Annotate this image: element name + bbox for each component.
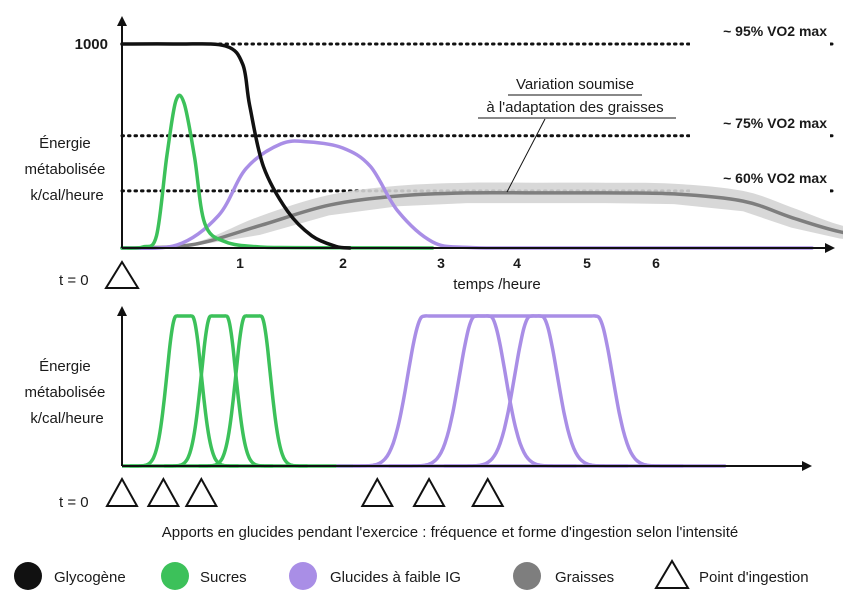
bottom-y-label: Énergie métabolisée k/cal/heure xyxy=(24,358,109,427)
legend: Glycogène Sucres Glucides à faible IG Gr… xyxy=(14,559,809,590)
bottom-t0-label: t = 0 xyxy=(59,494,89,511)
top-y-label-line-1: Énergie xyxy=(39,135,91,152)
bottom-y-label-line-1: Énergie xyxy=(39,358,91,375)
top-ingestion-triangle xyxy=(104,260,140,289)
y-tick-1000: 1000 xyxy=(75,36,108,53)
ingestion-triangle-2 xyxy=(146,476,181,507)
legend-ingestion-label: Point d'ingestion xyxy=(699,569,809,586)
glucides-ingestion-curve-3 xyxy=(442,314,685,468)
top-y-label: Énergie métabolisée k/cal/heure xyxy=(24,135,109,204)
legend-glycogene-label: Glycogène xyxy=(54,569,126,586)
ingestion-triangle-6 xyxy=(471,476,505,507)
ref-label-bg-95-vo2-max xyxy=(690,30,830,50)
top-chart: ~ 95% VO2 max~ 75% VO2 max~ 60% VO2 max … xyxy=(24,16,843,293)
ingestion-triangle-4 xyxy=(360,476,394,507)
ingestion-triangle-1 xyxy=(105,476,139,507)
legend-sucres-label: Sucres xyxy=(200,569,247,586)
ref-label-95-vo2-max: ~ 95% VO2 max xyxy=(723,23,827,39)
x-tick-2: 2 xyxy=(339,255,347,271)
ingestion-triangle-3 xyxy=(184,476,219,507)
glucides-ingestion-curve-2 xyxy=(387,314,630,468)
legend-glucides-marker xyxy=(289,562,317,590)
ingestion-triangle-5 xyxy=(412,476,446,507)
top-y-label-line-2: métabolisée xyxy=(24,161,105,178)
fat-variation-band xyxy=(122,182,843,248)
legend-glucides-label: Glucides à faible IG xyxy=(330,569,461,586)
top-t0-label: t = 0 xyxy=(59,272,89,289)
x-tick-4: 4 xyxy=(513,255,521,271)
reference-lines: ~ 95% VO2 max ~ 75% VO2 max ~ 60% VO2 max xyxy=(120,23,835,197)
x-tick-3: 3 xyxy=(437,255,445,271)
bottom-caption: Apports en glucides pendant l'exercice :… xyxy=(162,524,738,541)
sucres-ingestion-curve-3 xyxy=(197,314,309,468)
legend-graisses-marker xyxy=(513,562,541,590)
top-series xyxy=(120,42,843,251)
x-axis-label: temps /heure xyxy=(453,276,541,293)
sucres-ingestion-curve-2 xyxy=(163,314,275,468)
bottom-y-label-line-2: métabolisée xyxy=(24,384,105,401)
legend-triangle-marker xyxy=(654,559,690,589)
legend-glycogene-marker xyxy=(14,562,42,590)
bottom-y-label-line-3: k/cal/heure xyxy=(30,410,103,427)
top-y-label-line-3: k/cal/heure xyxy=(30,187,103,204)
annotation-line-1: Variation soumise xyxy=(516,76,634,93)
x-tick-6: 6 xyxy=(652,255,660,271)
sucres-ingestion-curve-1 xyxy=(128,314,240,468)
bottom-chart: Énergie métabolisée k/cal/heure t = 0 Ap… xyxy=(24,306,812,541)
x-tick-labels: 1 2 3 4 5 6 xyxy=(236,255,660,271)
annotation-pointer xyxy=(506,118,546,193)
x-tick-5: 5 xyxy=(583,255,591,271)
ref-label-60-vo2-max: ~ 60% VO2 max xyxy=(723,170,827,186)
ref-label-75-vo2-max: ~ 75% VO2 max xyxy=(723,115,827,131)
bottom-series xyxy=(122,314,726,468)
legend-graisses-label: Graisses xyxy=(555,569,614,586)
x-tick-1: 1 xyxy=(236,255,244,271)
series-graisses xyxy=(120,190,843,250)
series-glycogene xyxy=(120,42,352,250)
legend-sucres-marker xyxy=(161,562,189,590)
glucides-ingestion-curve-1 xyxy=(335,314,578,468)
graisses-band xyxy=(122,182,843,248)
fat-annotation: Variation soumise à l'adaptation des gra… xyxy=(478,76,676,193)
ref-label-bg-75-vo2-max xyxy=(690,121,830,142)
ingestion-points xyxy=(105,476,505,507)
annotation-line-2: à l'adaptation des graisses xyxy=(486,99,663,116)
